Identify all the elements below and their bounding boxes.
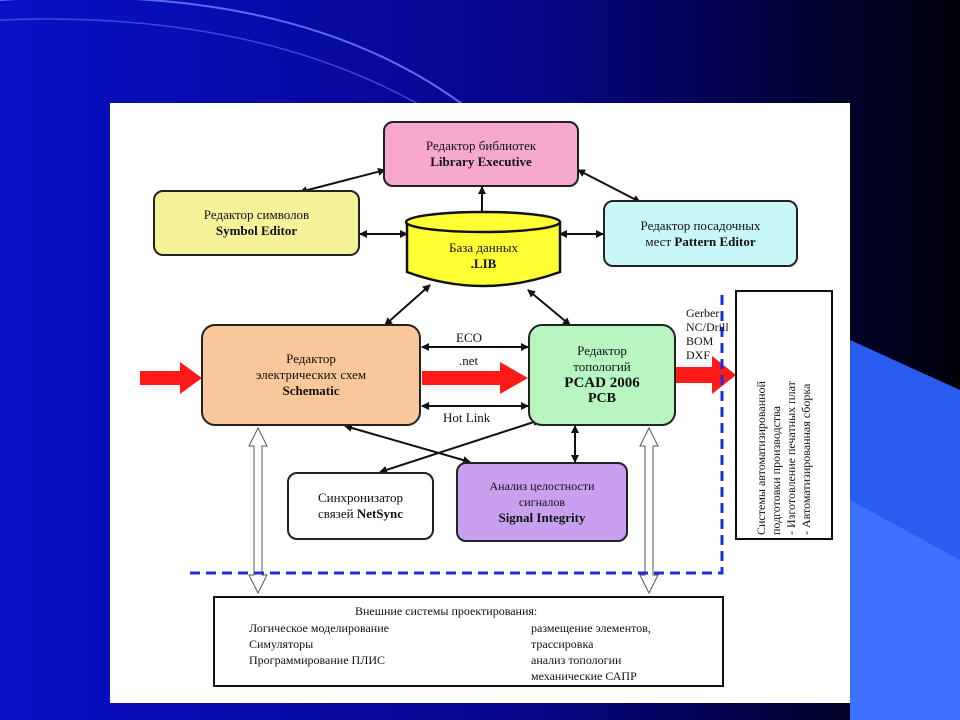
database-node: База данных .LIB bbox=[407, 234, 560, 278]
net-label: .net bbox=[459, 353, 479, 368]
netsync-line1: Синхронизатор bbox=[317, 490, 404, 505]
hollow-arrow-right bbox=[639, 426, 659, 595]
signal-line2: сигналов bbox=[518, 495, 566, 509]
hotlink-label: Hot Link bbox=[443, 410, 491, 425]
netsync-line2b: NetSync bbox=[356, 506, 404, 521]
external-left-0: Логическое моделирование bbox=[249, 621, 389, 635]
production-item1: - Изготовление печатных плат bbox=[784, 381, 798, 535]
library-line1: Редактор библиотек bbox=[425, 138, 537, 153]
schematic-line3: Schematic bbox=[282, 383, 340, 398]
external-right-1: трассировка bbox=[531, 637, 594, 651]
arrow-pcb-netsync bbox=[379, 418, 541, 474]
arrow-library-symbol bbox=[299, 167, 386, 195]
library-executive-node: Редактор библиотек Library Executive bbox=[383, 121, 579, 187]
production-title2: подготовки производства bbox=[769, 406, 783, 535]
red-arrow-input bbox=[140, 362, 202, 394]
arrow-database-schematic bbox=[384, 284, 431, 326]
symbol-line1: Редактор символов bbox=[203, 207, 310, 222]
pcb-line3: PCAD 2006 bbox=[564, 375, 640, 391]
database-line1: База данных bbox=[449, 240, 518, 255]
output-gerber: Gerber bbox=[686, 306, 720, 320]
netsync-line2a: связей bbox=[317, 506, 357, 521]
dashed-boundary bbox=[190, 292, 724, 575]
pcb-line1: Редактор bbox=[577, 343, 627, 358]
pcb-line4: PCB bbox=[588, 391, 616, 406]
external-right-2: анализ топологии bbox=[531, 653, 622, 667]
output-ncdrill: NC/Drill bbox=[686, 320, 729, 334]
external-right-0: размещение элементов, bbox=[531, 621, 651, 635]
output-bom: BOM bbox=[686, 334, 714, 348]
red-arrow-net bbox=[422, 362, 528, 394]
eco-label: ECO bbox=[456, 330, 482, 345]
pattern-line2b: Pattern Editor bbox=[674, 233, 756, 249]
database-line2: .LIB bbox=[470, 256, 497, 271]
external-left-1: Симуляторы bbox=[249, 637, 314, 651]
signal-integrity-node: Анализ целостности сигналов Signal Integ… bbox=[456, 462, 628, 542]
signal-line3: Signal Integrity bbox=[498, 510, 586, 525]
production-title1: Системы автоматизированной bbox=[754, 381, 768, 535]
library-line2: Library Executive bbox=[430, 154, 532, 169]
database-cylinder bbox=[404, 210, 562, 288]
symbol-line2: Symbol Editor bbox=[215, 223, 298, 238]
external-right-3: механические САПР bbox=[531, 669, 637, 683]
schematic-line2: электрических схем bbox=[255, 367, 367, 382]
arrow-library-pattern bbox=[577, 169, 641, 203]
schematic-line1: Редактор bbox=[286, 351, 336, 366]
production-item2: - Автоматизированная сборка bbox=[799, 383, 813, 535]
external-title: Внешние системы проектирования: bbox=[355, 604, 538, 618]
pcb-node: Редактор топологий PCAD 2006 PCB bbox=[528, 324, 676, 426]
symbol-editor-node: Редактор символов Symbol Editor bbox=[153, 190, 360, 256]
hollow-arrow-left bbox=[248, 426, 268, 595]
external-systems-box: Внешние системы проектирования: Логическ… bbox=[213, 596, 724, 687]
signal-line1: Анализ целостности bbox=[489, 479, 595, 493]
pattern-line2a: мест bbox=[645, 233, 675, 249]
schematic-node: Редактор электрических схем Schematic bbox=[201, 324, 421, 426]
output-dxf: DXF bbox=[686, 348, 711, 362]
pattern-line1: Редактор посадочных bbox=[640, 217, 761, 233]
production-systems-box: Системы автоматизированной подготовки пр… bbox=[735, 290, 833, 540]
arrow-database-pcb bbox=[527, 289, 571, 326]
pattern-editor-node: Редактор посадочных мест Pattern Editor bbox=[603, 200, 798, 267]
pcb-line2: топологий bbox=[573, 359, 631, 374]
external-left-2: Программирование ПЛИС bbox=[249, 653, 386, 667]
arrow-schematic-signal bbox=[344, 424, 471, 464]
netsync-node: Синхронизатор связей NetSync bbox=[287, 472, 434, 540]
